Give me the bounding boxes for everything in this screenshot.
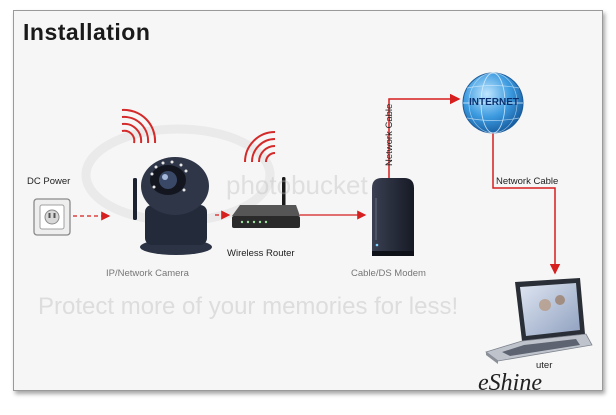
- modem-to-internet-cable: [388, 93, 461, 183]
- cable-modem-icon: [372, 178, 414, 256]
- router-label: Wireless Router: [227, 248, 295, 259]
- internet-to-computer-cable: [492, 132, 561, 275]
- internet-label: INTERNET: [469, 97, 519, 108]
- laptop-computer-icon: [485, 278, 593, 364]
- dc-power-outlet-icon: [33, 198, 71, 236]
- ip-camera-icon: [133, 157, 212, 255]
- camera-wireless-signal-icon: [121, 108, 157, 144]
- wireless-router-icon: [232, 177, 300, 228]
- brand-signature: eShine: [478, 370, 542, 396]
- camera-label: IP/Network Camera: [106, 268, 189, 279]
- diagram-title: Installation: [23, 19, 151, 45]
- network-cable-right-label: Network Cable: [496, 176, 559, 187]
- computer-label: uter: [536, 360, 553, 371]
- network-cable-vertical-label: Network Cable: [384, 103, 395, 166]
- dc-power-label: DC Power: [27, 176, 71, 187]
- modem-label: Cable/DS Modem: [351, 268, 426, 279]
- internet-globe-icon: [462, 72, 524, 134]
- watermark-logo-text: photobucket: [226, 170, 368, 200]
- router-wireless-signal-icon: [244, 131, 276, 163]
- watermark-text: Protect more of your memories for less!: [38, 293, 459, 320]
- diagram-frame: [13, 10, 603, 391]
